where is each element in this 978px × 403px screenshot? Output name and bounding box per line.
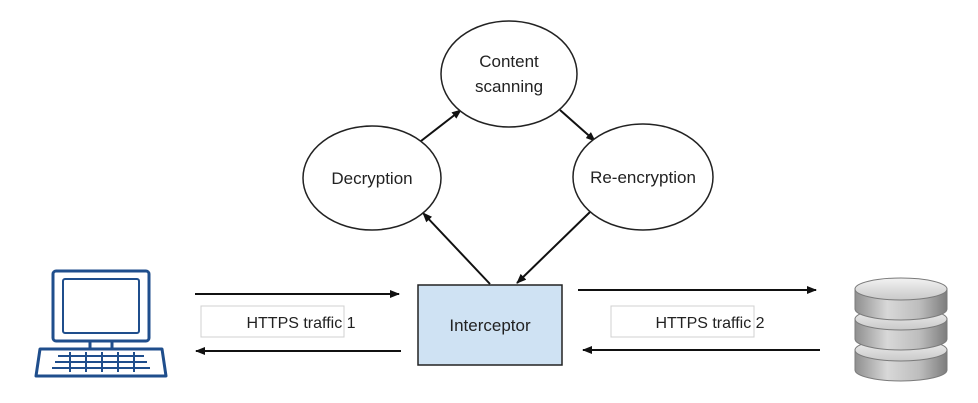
arrow-scanning-to-reencryption [559, 109, 596, 142]
reencryption-node: Re-encryption [572, 123, 714, 231]
desktop-computer-icon [34, 269, 168, 378]
https-traffic-2-text: HTTPS traffic 2 [655, 315, 764, 332]
reencryption-label: Re-encryption [590, 168, 696, 187]
interceptor-node: Interceptor [417, 284, 563, 366]
content-scanning-label-line2: scanning [475, 77, 543, 96]
decryption-label: Decryption [331, 169, 412, 188]
arrow-decryption-to-scanning [420, 109, 462, 142]
arrow-reencryption-to-interceptor [516, 211, 591, 284]
decryption-node: Decryption [302, 125, 442, 231]
https-traffic-1-text: HTTPS traffic 1 [246, 315, 355, 332]
content-scanning-node: Content scanning [440, 20, 578, 128]
interceptor-label: Interceptor [449, 316, 531, 335]
database-server-icon [854, 277, 948, 382]
arrow-interceptor-to-decryption [422, 212, 491, 285]
https-traffic-1-label: HTTPS traffic 1 [200, 305, 356, 338]
content-scanning-label-line1: Content [479, 52, 539, 71]
https-traffic-2-label: HTTPS traffic 2 [610, 305, 765, 338]
